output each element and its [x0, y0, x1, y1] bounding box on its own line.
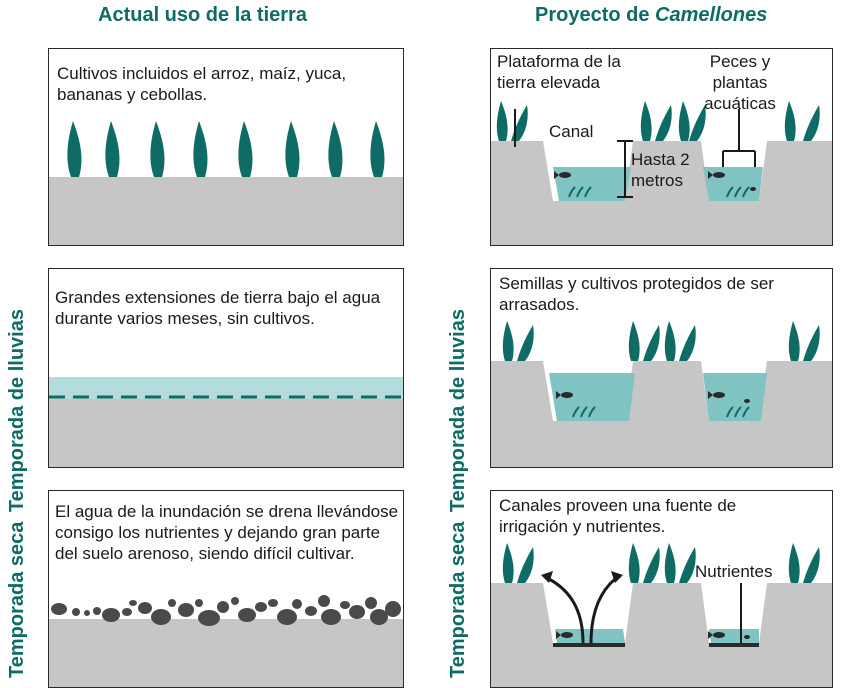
plant-row-icon: [67, 121, 385, 177]
crops-text: Cultivos incluidos el arroz, maíz, yuca,…: [57, 64, 347, 104]
dry-season-label: Temporada seca: [6, 521, 28, 678]
raised-bed-plants-icon: [496, 101, 820, 141]
protected-plants-icon: [502, 321, 820, 361]
drained-text: El agua de la inundación se drena lleván…: [55, 502, 399, 563]
left-column-heading: Actual uso de la tierra: [98, 4, 307, 26]
right-season-label: Temporada seca Temporada de lluvias: [447, 307, 470, 680]
camellones-structure-panel: Plataforma de la tierra elevada Peces y …: [490, 48, 833, 246]
current-use-crops-panel: Cultivos incluidos el arroz, maíz, yuca,…: [48, 48, 404, 246]
canal-label: Canal: [549, 122, 594, 141]
aquatic-plants-icon-2: [572, 406, 750, 418]
aquatic-plants-icon: [568, 186, 750, 198]
fish-plants-label: Peces y plantas acuáticas: [704, 52, 776, 113]
protected-illustration: [491, 321, 832, 467]
depth-label: Hasta 2 metros: [631, 150, 690, 190]
current-use-drained-panel: El agua de la inundación se drena lleván…: [48, 490, 404, 688]
drained-illustration: [49, 595, 403, 687]
right-heading-italic: Camellones: [655, 4, 768, 26]
fish-icon: [554, 171, 756, 191]
right-heading-prefix: Proyecto de: [535, 4, 656, 26]
right-column-heading: Proyecto de Camellones: [535, 4, 767, 27]
flood-text: Grandes extensiones de tierra bajo el ag…: [55, 288, 381, 328]
protected-text: Semillas y cultivos protegidos de ser ar…: [499, 274, 774, 314]
irrigation-text: Canales proveen una fuente de irrigación…: [499, 496, 737, 536]
dry-season-label-right: Temporada seca: [447, 521, 469, 678]
crops-illustration: [49, 121, 403, 245]
camellones-protected-panel: Semillas y cultivos protegidos de ser ar…: [490, 268, 833, 468]
left-season-label: Temporada seca Temporada de lluvias: [6, 307, 29, 680]
rainy-season-label: Temporada de lluvias: [6, 309, 28, 513]
current-use-flood-panel: Grandes extensiones de tierra bajo el ag…: [48, 268, 404, 468]
annotation-lines: [514, 109, 756, 198]
fish-icon-3: [556, 631, 750, 639]
irrigated-plants-icon: [502, 543, 820, 583]
camellones-irrigation-panel: Canales proveen una fuente de irrigación…: [490, 490, 833, 688]
irrigation-illustration: [491, 543, 832, 687]
nutrients-label: Nutrientes: [695, 562, 773, 581]
camellones-illustration: [491, 101, 832, 245]
flood-illustration: [49, 377, 403, 467]
nutrient-arrows: [548, 577, 616, 644]
platform-label: Plataforma de la tierra elevada: [497, 52, 621, 92]
arrowhead-icons: [541, 571, 623, 583]
fish-icon-2: [556, 391, 750, 403]
rocks-icon: [51, 595, 401, 626]
rainy-season-label-right: Temporada de lluvias: [447, 309, 469, 513]
